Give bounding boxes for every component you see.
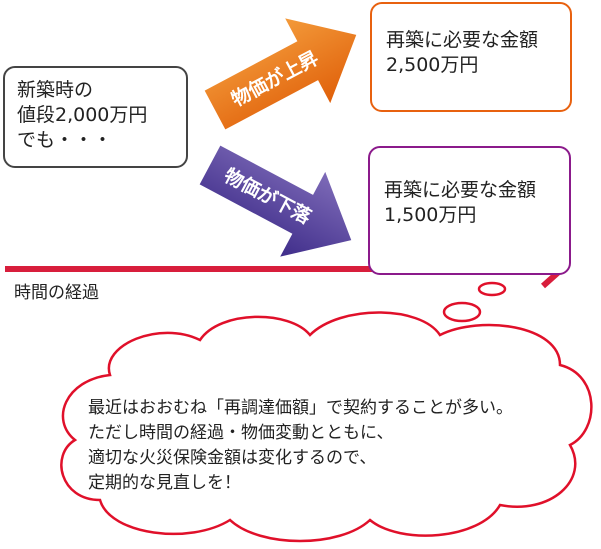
text-line: 値段2,000万円: [17, 104, 148, 126]
text-line: 定期的な見直しを！: [88, 473, 241, 493]
price-up-arrow: 物価が上昇: [204, 18, 357, 130]
text-line: ただし時間の経過・物価変動とともに、: [88, 423, 394, 443]
price-down-result-box: 再築に必要な金額 1,500万円: [368, 146, 571, 275]
text-line: 再築に必要な金額: [384, 179, 537, 201]
text-line: 最近はおおむね「再調達価額」で契約することが多い。: [88, 398, 513, 418]
text-line: でも・・・: [17, 129, 113, 151]
thought-cloud: [60, 281, 593, 543]
cloud-text: 最近はおおむね「再調達価額」で契約することが多い。 ただし時間の経過・物価変動と…: [88, 396, 513, 496]
text-line: 新築時の: [17, 79, 94, 101]
timeline-label: 時間の経過: [14, 283, 99, 303]
text-line: 適切な火災保険金額は変化するので、: [88, 448, 377, 468]
text-line: 2,500万円: [386, 54, 479, 76]
price-down-arrow: 物価が下落: [199, 145, 352, 257]
new-build-price-box: 新築時の 値段2,000万円 でも・・・: [3, 66, 188, 168]
text-line: 1,500万円: [384, 204, 477, 226]
text-line: 再築に必要な金額: [386, 29, 539, 51]
price-up-result-box: 再築に必要な金額 2,500万円: [370, 2, 572, 112]
